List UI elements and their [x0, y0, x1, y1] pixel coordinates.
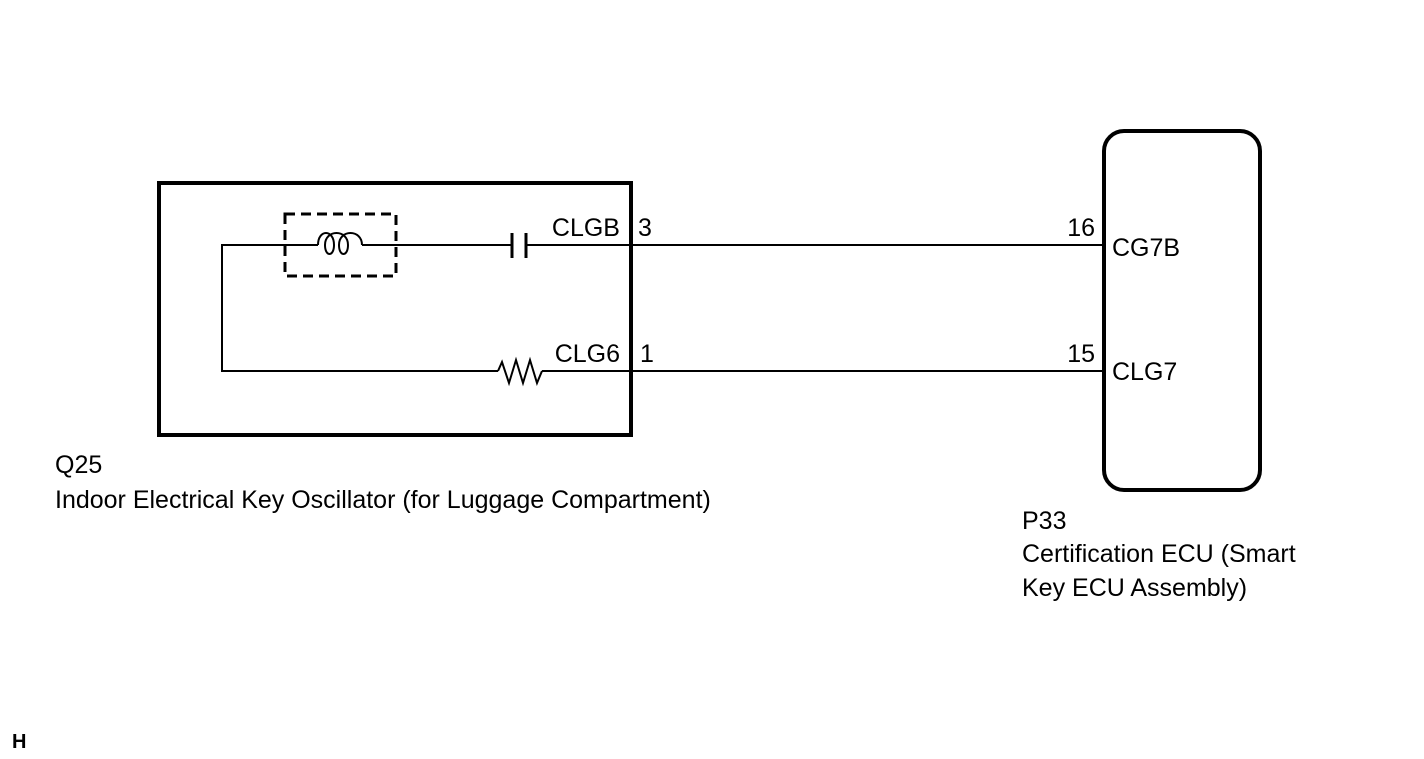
internal-loop-wire: [221, 244, 498, 372]
resistor-icon: [497, 356, 543, 387]
ecu-signal-clg7: CLG7: [1112, 358, 1177, 386]
terminal-pin-3: 3: [638, 214, 652, 242]
oscillator-box: [157, 181, 633, 437]
ecu-component: 16 CG7B 15 CLG7 P33 Certification ECU (S…: [1022, 129, 1296, 602]
ecu-code: P33: [1022, 507, 1066, 535]
oscillator-name: Indoor Electrical Key Oscillator (for Lu…: [55, 486, 711, 514]
capacitor-icon: [510, 233, 528, 258]
ecu-name-line1: Certification ECU (Smart: [1022, 540, 1296, 568]
ecu-pin-16: 16: [1067, 214, 1095, 242]
oscillator-component: CLGB 3 CLG6 1 Q25 Indoor Electrical Key …: [55, 181, 711, 514]
terminal-pin-1: 1: [640, 340, 654, 368]
ecu-pin-15: 15: [1067, 340, 1095, 368]
antenna-coil-dashed-box: [283, 212, 398, 278]
inductor-coil-icon: [317, 232, 363, 255]
corner-mark: H: [12, 731, 26, 753]
ecu-signal-cg7b: CG7B: [1112, 234, 1180, 262]
terminal-signal-clg6: CLG6: [555, 340, 620, 368]
ecu-box: [1102, 129, 1262, 492]
ecu-name-line2: Key ECU Assembly): [1022, 574, 1247, 602]
terminal-signal-clgb: CLGB: [552, 214, 620, 242]
oscillator-code: Q25: [55, 451, 102, 479]
